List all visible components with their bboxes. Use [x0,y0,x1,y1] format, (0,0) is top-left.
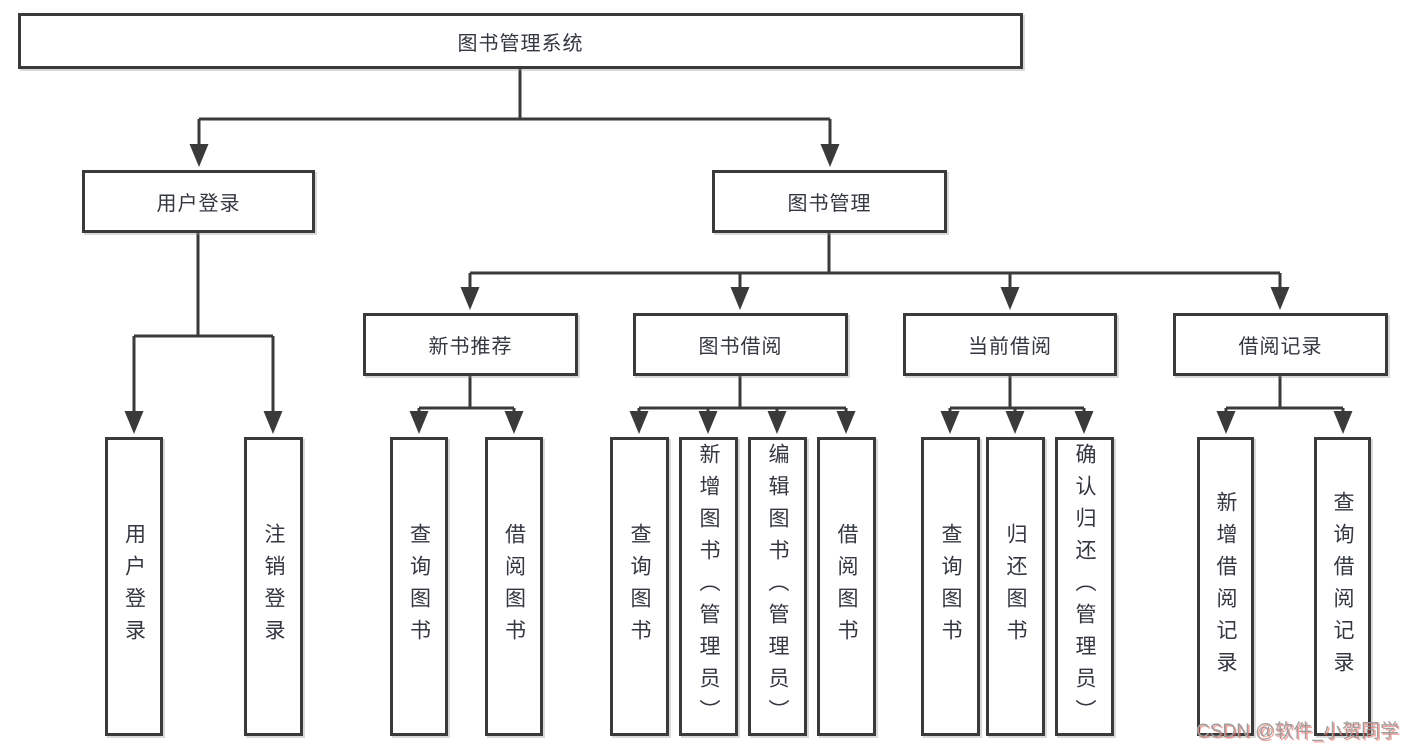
leaf-label: 用户登录 [122,522,146,651]
node-book-management-branch: 图书管理 [712,170,947,233]
leaf-return-books: 归还图书 [986,437,1045,736]
csdn-watermark: CSDN @软件_小贺同学 [1196,721,1399,742]
leaf-add-borrow-record: 新增借阅记录 [1197,437,1254,736]
leaf-label: 查询借阅记录 [1331,490,1354,683]
tree-edges [132,65,1345,419]
leaf-label: 借阅图书 [502,522,526,651]
leaf-query-books-current: 查询图书 [921,437,980,736]
leaf-borrow-books: 借阅图书 [817,437,876,736]
leaf-label: 借阅图书 [835,522,858,651]
node-current-borrowing: 当前借阅 [903,313,1117,376]
leaf-logout: 注销登录 [244,437,303,736]
leaf-label: 编辑图书（管理员） [766,442,789,731]
node-borrowing-records: 借阅记录 [1173,313,1388,376]
leaf-label: 新增借阅记录 [1214,490,1237,683]
leaf-label: 新增图书（管理员） [697,442,720,731]
leaf-query-books-recommend: 查询图书 [390,437,448,736]
leaf-confirm-return-admin: 确认归还（管理员） [1055,437,1114,736]
arrowheads [124,144,1353,434]
node-book-borrowing: 图书借阅 [633,313,848,376]
node-new-book-recommend: 新书推荐 [363,313,578,376]
node-book-management-system: 图书管理系统 [18,13,1023,69]
leaf-label: 注销登录 [262,522,285,651]
leaf-edit-books-admin: 编辑图书（管理员） [748,437,807,736]
leaf-query-borrow-record: 查询借阅记录 [1314,437,1371,736]
leaf-label: 确认归还（管理员） [1073,442,1096,731]
leaf-label: 查询图书 [407,522,431,651]
leaf-add-books-admin: 新增图书（管理员） [679,437,738,736]
node-user-login-branch: 用户登录 [82,170,315,233]
leaf-label: 查询图书 [939,522,962,651]
leaf-query-books-borrow: 查询图书 [610,437,669,736]
leaf-borrow-books-recommend: 借阅图书 [485,437,543,736]
leaf-user-login: 用户登录 [105,437,163,736]
leaf-label: 归还图书 [1004,522,1027,651]
leaf-label: 查询图书 [628,522,651,651]
